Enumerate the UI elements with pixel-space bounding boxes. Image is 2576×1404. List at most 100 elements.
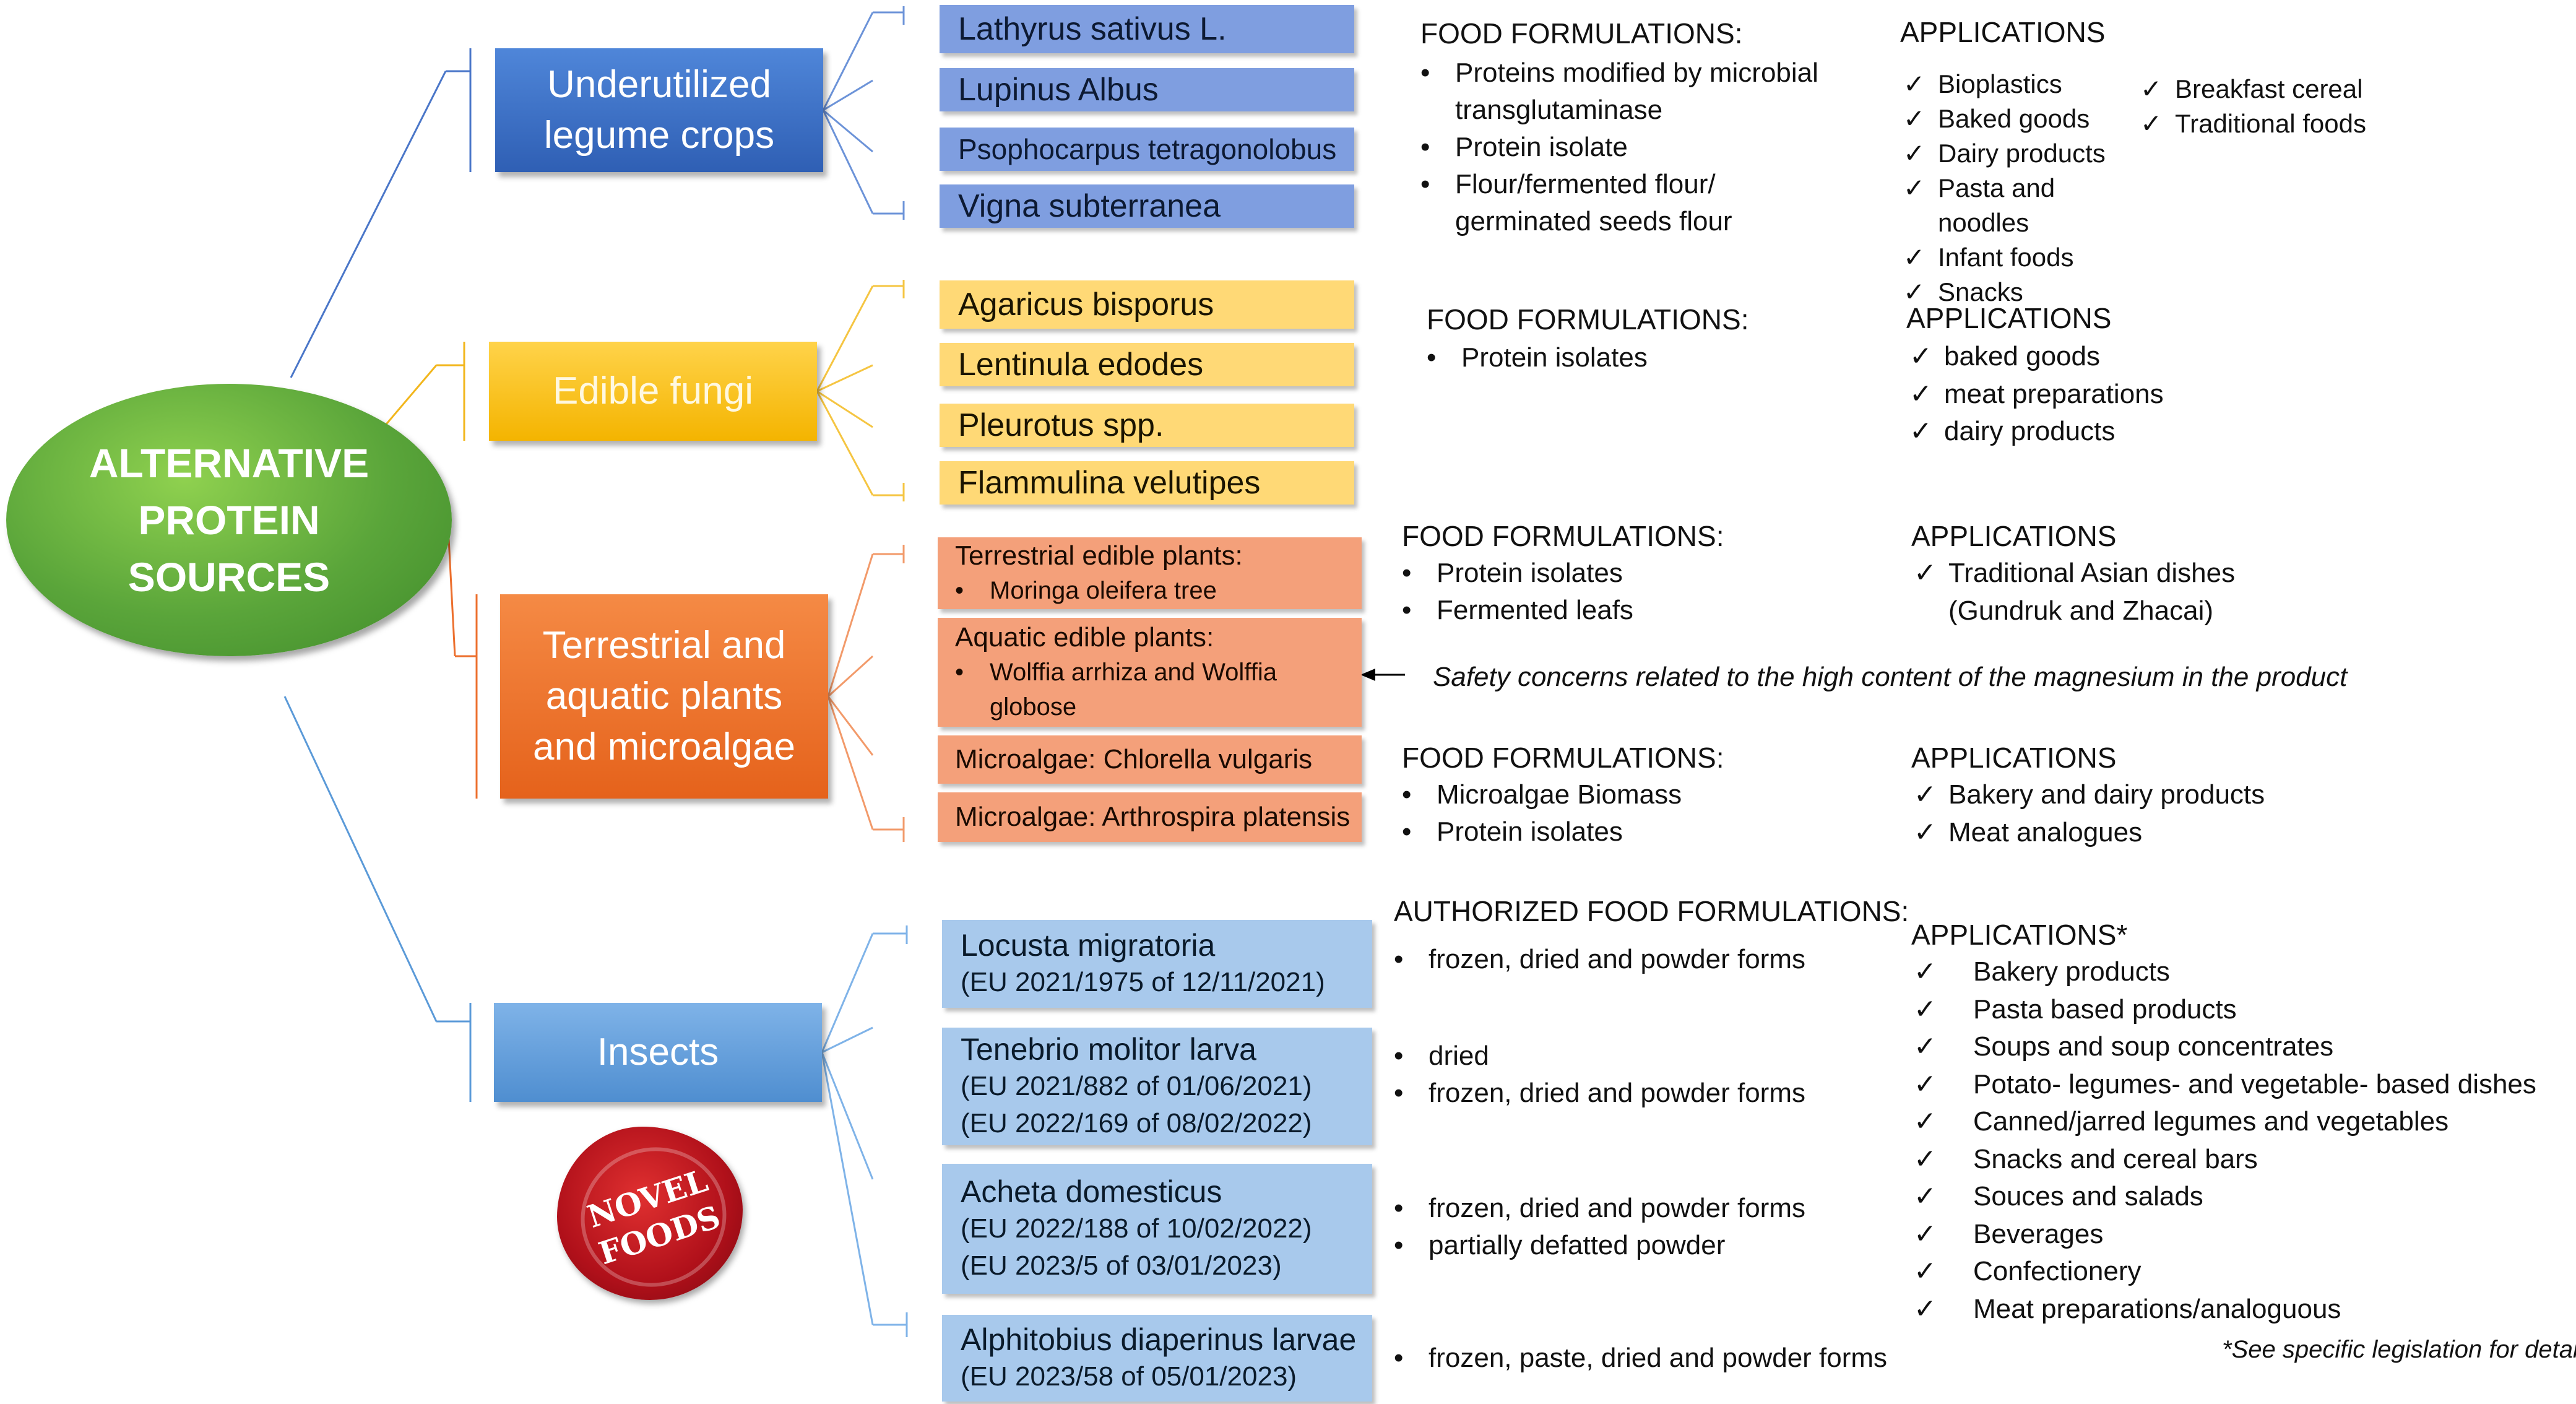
legume-applications-list-1: Bioplastics Baked goods Dairy products P… — [1903, 67, 2151, 310]
application-item: Pasta and noodles — [1903, 171, 2151, 240]
insect-regulation: (EU 2023/58 of 05/01/2023) — [961, 1361, 1297, 1392]
fungi-item: Agaricus bisporus — [940, 280, 1354, 329]
insects-applications-header: APPLICATIONS* — [1911, 919, 2128, 951]
category-legume-crops: Underutilized legume crops — [495, 48, 823, 172]
terrestrial-item-text: Moringa oleifera tree — [990, 577, 1217, 604]
application-item: Traditional foods — [2140, 106, 2400, 141]
formulation-item: frozen, dried and powder forms — [1394, 1075, 1877, 1112]
formulation-item: Flour/fermented flour/ germinated seeds … — [1420, 166, 1916, 240]
application-item: Snacks and cereal bars — [1914, 1141, 2570, 1179]
insect-regulation: (EU 2022/188 of 10/02/2022) (EU 2023/5 o… — [961, 1213, 1312, 1281]
insects-formulations-list-2: dried frozen, dried and powder forms — [1394, 1038, 1877, 1112]
plants-aquatic-box: Aquatic edible plants: •Wolffia arrhiza … — [938, 618, 1362, 727]
application-item: Meat preparations/analoguous — [1914, 1291, 2570, 1328]
legume-formulations-header: FOOD FORMULATIONS: — [1420, 17, 1743, 50]
legume-formulations-list: Proteins modified by microbial transglut… — [1420, 54, 1916, 240]
application-item: Bakery and dairy products — [1914, 776, 2347, 814]
formulation-item: Proteins modified by microbial transglut… — [1420, 54, 1916, 129]
application-item: Traditional Asian dishes (Gundruk and Zh… — [1914, 555, 2347, 630]
formulation-item: partially defatted powder — [1394, 1227, 1877, 1264]
terrestrial-item: •Moringa oleifera tree — [955, 577, 1217, 604]
plants-applications-header-2: APPLICATIONS — [1911, 742, 2117, 774]
formulation-item: dried — [1394, 1038, 1877, 1075]
aquatic-title: Aquatic edible plants: — [955, 622, 1214, 652]
insect-name: Alphitobius diaperinus larvae — [961, 1322, 1357, 1357]
formulation-item: Protein isolates — [1402, 813, 1773, 851]
application-item: Bioplastics — [1903, 67, 2151, 102]
formulation-item: frozen, dried and powder forms — [1394, 941, 1877, 978]
plants-applications-header-1: APPLICATIONS — [1911, 520, 2117, 552]
category-plants-microalgae: Terrestrial and aquatic plants and micro… — [500, 594, 828, 799]
plants-microalgae-item: Microalgae: Chlorella vulgaris — [938, 735, 1362, 784]
seal-label: NOVEL FOODS — [582, 1162, 725, 1272]
safety-note: Safety concerns related to the high cont… — [1433, 662, 2348, 692]
formulation-item: Protein isolate — [1420, 129, 1916, 166]
insects-applications-list: Bakery products Pasta based products Sou… — [1914, 953, 2570, 1328]
connector-center-legume — [290, 71, 447, 378]
formulation-item: Protein isolates — [1402, 555, 1773, 592]
aquatic-item-text: Wolffia arrhiza and Wolffia globose — [990, 659, 1277, 721]
application-item: Snacks — [1903, 275, 2151, 310]
terrestrial-title: Terrestrial edible plants: — [955, 540, 1243, 571]
insect-regulation: (EU 2021/882 of 01/06/2021) (EU 2022/169… — [961, 1071, 1312, 1138]
plants-formulations-header-1: FOOD FORMULATIONS: — [1402, 520, 1724, 552]
category-insects: Insects — [494, 1003, 822, 1102]
formulation-item: Protein isolates — [1427, 339, 1798, 376]
fungi-formulations-header: FOOD FORMULATIONS: — [1427, 303, 1749, 336]
fungi-item: Lentinula edodes — [940, 343, 1354, 386]
insect-item: Alphitobius diaperinus larvae (EU 2023/5… — [942, 1315, 1372, 1402]
fungi-formulations-list: Protein isolates — [1427, 339, 1798, 376]
application-item: Beverages — [1914, 1216, 2570, 1254]
application-item: dairy products — [1909, 413, 2343, 451]
application-item: Souces and salads — [1914, 1178, 2570, 1216]
insects-formulations-list-4: frozen, paste, dried and powder forms — [1394, 1340, 1926, 1377]
novel-foods-seal: NOVEL FOODS — [557, 1127, 745, 1306]
connector-center-fungi — [383, 365, 438, 428]
plants-applications-list-2: Bakery and dairy products Meat analogues — [1914, 776, 2347, 851]
application-item: baked goods — [1909, 338, 2343, 376]
legume-applications-header: APPLICATIONS — [1900, 16, 2106, 48]
fungi-item: Pleurotus spp. — [940, 404, 1354, 447]
fungi-item: Flammulina velutipes — [940, 461, 1354, 505]
legume-item: Lupinus Albus — [940, 68, 1354, 111]
central-node: ALTERNATIVE PROTEIN SOURCES — [6, 384, 452, 656]
fungi-applications-list: baked goods meat preparations dairy prod… — [1909, 338, 2343, 451]
legume-applications-list-2: Breakfast cereal Traditional foods — [2140, 72, 2400, 141]
plants-microalgae-item: Microalgae: Arthrospira platensis — [938, 792, 1362, 842]
application-item: Dairy products — [1903, 136, 2151, 171]
legume-item: Psophocarpus tetragonolobus — [940, 128, 1354, 171]
formulation-item: frozen, dried and powder forms — [1394, 1190, 1877, 1227]
application-item: Infant foods — [1903, 240, 2151, 275]
connector-center-insects — [283, 696, 438, 1022]
application-item: meat preparations — [1909, 376, 2343, 414]
application-item: Soups and soup concentrates — [1914, 1028, 2570, 1066]
insect-item: Locusta migratoria (EU 2021/1975 of 12/1… — [942, 920, 1372, 1008]
formulation-item: Microalgae Biomass — [1402, 776, 1773, 813]
fungi-applications-header: APPLICATIONS — [1906, 302, 2112, 334]
plants-formulations-list-1: Protein isolates Fermented leafs — [1402, 555, 1773, 629]
insect-item: Tenebrio molitor larva (EU 2021/882 of 0… — [942, 1028, 1372, 1145]
formulation-item: frozen, paste, dried and powder forms — [1394, 1340, 1926, 1377]
insects-formulations-list-1: frozen, dried and powder forms — [1394, 941, 1877, 978]
application-item: Potato- legumes- and vegetable- based di… — [1914, 1066, 2570, 1104]
connector-center-plants — [447, 538, 456, 657]
aquatic-item: •Wolffia arrhiza and Wolffia globose — [955, 659, 1277, 721]
insect-item: Acheta domesticus (EU 2022/188 of 10/02/… — [942, 1164, 1372, 1294]
plants-formulations-list-2: Microalgae Biomass Protein isolates — [1402, 776, 1773, 851]
application-item: Breakfast cereal — [2140, 72, 2400, 106]
insects-formulations-list-3: frozen, dried and powder forms partially… — [1394, 1190, 1877, 1264]
insect-name: Acheta domesticus — [961, 1174, 1222, 1209]
insect-name: Locusta migratoria — [961, 928, 1216, 963]
application-item: Canned/jarred legumes and vegetables — [1914, 1103, 2570, 1141]
plants-applications-list-1: Traditional Asian dishes (Gundruk and Zh… — [1914, 555, 2347, 630]
insects-footnote: *See specific legislation for details — [2222, 1336, 2576, 1363]
safety-arrow-head — [1360, 669, 1375, 681]
insects-formulations-header: AUTHORIZED FOOD FORMULATIONS: — [1394, 895, 1909, 927]
application-item: Baked goods — [1903, 102, 2151, 136]
application-item: Bakery products — [1914, 953, 2570, 991]
insect-regulation: (EU 2021/1975 of 12/11/2021) — [961, 967, 1325, 997]
application-item: Confectionery — [1914, 1253, 2570, 1291]
plants-formulations-header-2: FOOD FORMULATIONS: — [1402, 742, 1724, 774]
